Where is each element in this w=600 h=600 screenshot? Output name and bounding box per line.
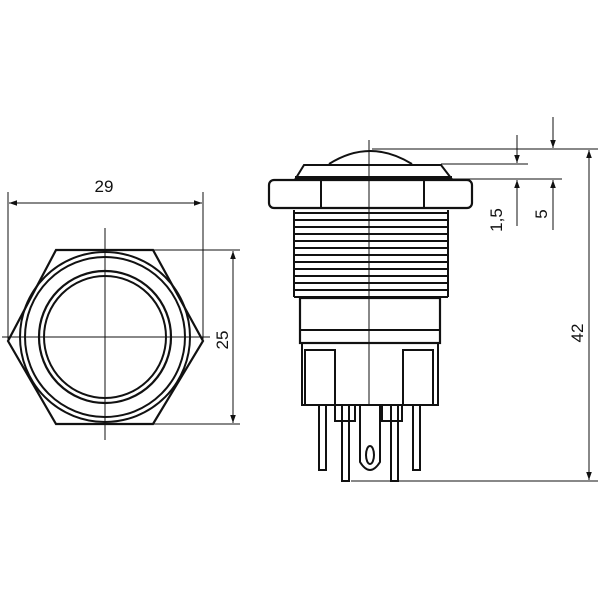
contact-block: [301, 342, 439, 406]
front-view: [2, 192, 240, 440]
switch-housing: [298, 296, 442, 345]
terminal-pin-4: [390, 404, 399, 482]
total-height-label: 42: [568, 324, 587, 343]
height-label: 25: [213, 331, 232, 350]
terminal-pin-5: [412, 404, 421, 471]
hex-nut-side: [267, 178, 474, 210]
terminal-housing-left: [304, 349, 336, 406]
thread: [293, 210, 449, 298]
dome-button: [328, 150, 413, 165]
lug-hole: [365, 445, 375, 465]
width-label: 29: [95, 177, 114, 196]
dome-height-label: 1,5: [487, 208, 506, 232]
bezel-height-label: 5: [532, 209, 551, 218]
terminal-pin-2: [341, 404, 350, 482]
bezel-base: [295, 176, 452, 180]
side-view: [267, 117, 598, 482]
terminal-pin-1: [318, 404, 327, 471]
center-terminal-lug: [359, 405, 381, 471]
terminal-housing-right: [402, 349, 434, 406]
